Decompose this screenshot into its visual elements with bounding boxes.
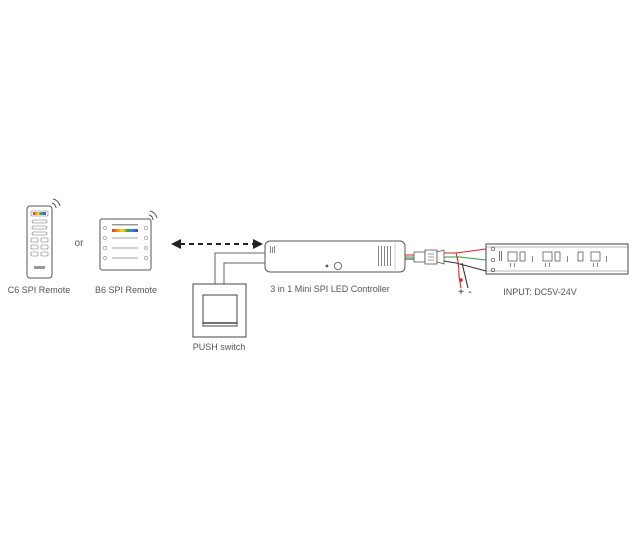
c6-remote-label: C6 SPI Remote bbox=[8, 285, 71, 295]
led-chip bbox=[507, 251, 601, 262]
controller-led bbox=[325, 264, 329, 268]
b6-remote bbox=[99, 210, 158, 271]
c6-remote bbox=[26, 198, 61, 279]
wireless-signal-icon bbox=[51, 198, 61, 209]
strip-wires bbox=[443, 248, 487, 289]
controller-label: 3 in 1 Mini SPI LED Controller bbox=[270, 284, 390, 294]
controller-button bbox=[333, 261, 342, 270]
or-label: or bbox=[75, 238, 85, 249]
led-strip bbox=[485, 243, 629, 275]
wireless-signal-icon bbox=[148, 210, 158, 221]
input-voltage-label: INPUT: DC5V-24V bbox=[503, 287, 577, 297]
push-switch-label: PUSH switch bbox=[193, 342, 246, 352]
output-connector bbox=[405, 249, 445, 265]
b6-remote-label: B6 SPI Remote bbox=[95, 285, 157, 295]
push-switch bbox=[192, 252, 266, 338]
spi-controller bbox=[264, 240, 406, 273]
plus-label: + bbox=[458, 287, 464, 298]
wireless-link-arrow bbox=[171, 239, 263, 249]
minus-label: - bbox=[468, 287, 471, 298]
